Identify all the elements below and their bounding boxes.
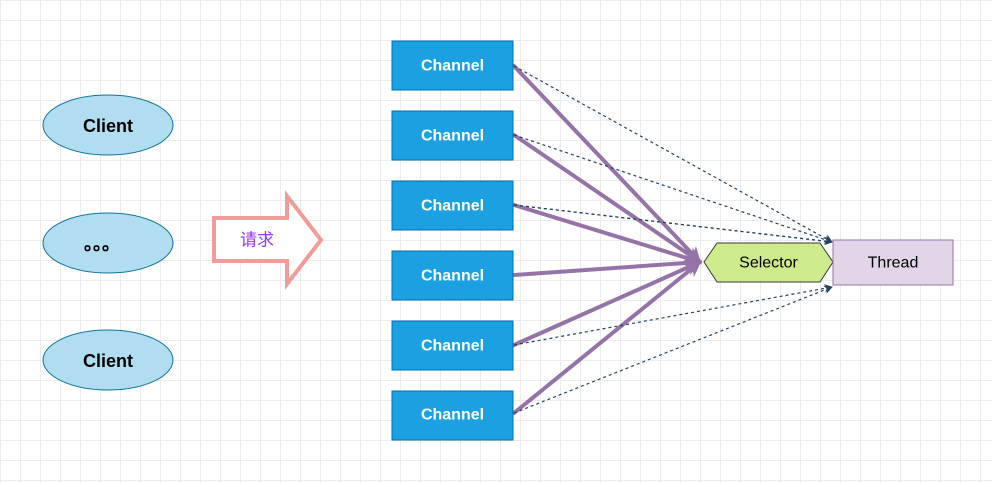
channel-5-label: Channel xyxy=(421,338,484,355)
channel-6-label: Channel xyxy=(421,407,484,424)
channel-selector-edges xyxy=(512,64,702,415)
channel-4-label: Channel xyxy=(421,268,484,285)
edge-channel-1-thread xyxy=(513,65,833,243)
request-arrow-label: 请求 xyxy=(240,231,274,250)
channel-1-label: Channel xyxy=(421,58,484,75)
edge-channel-3-selector xyxy=(512,203,702,266)
client-1: Client xyxy=(42,94,174,156)
edge-channel-6-thread xyxy=(513,285,833,414)
selector: Selector xyxy=(703,242,834,283)
edge-channel-5-selector xyxy=(512,260,702,347)
client-ellipsis-label: 。。。 xyxy=(84,234,120,254)
request-arrow: 请求 xyxy=(212,190,324,290)
client-2: Client xyxy=(42,329,174,391)
thread-label: Thread xyxy=(868,255,919,272)
edge-channel-1-selector xyxy=(512,64,702,264)
edge-channel-2-thread xyxy=(513,134,833,244)
channel-6: Channel xyxy=(391,390,514,441)
client-ellipsis: 。。。 xyxy=(42,212,174,274)
edge-channel-6-selector xyxy=(512,260,702,415)
channel-4: Channel xyxy=(391,250,514,301)
client-1-label: Client xyxy=(83,116,133,136)
edge-channel-2-selector xyxy=(512,133,702,264)
selector-label: Selector xyxy=(739,255,798,272)
channel-thread-edges xyxy=(513,65,833,414)
channel-3: Channel xyxy=(391,180,514,231)
client-2-label: Client xyxy=(83,351,133,371)
channel-1: Channel xyxy=(391,40,514,91)
edge-channel-4-selector xyxy=(512,255,702,277)
channel-2: Channel xyxy=(391,110,514,161)
channel-3-label: Channel xyxy=(421,198,484,215)
channel-2-label: Channel xyxy=(421,128,484,145)
edge-channel-5-thread xyxy=(513,284,833,346)
edge-channel-4-thread xyxy=(513,204,833,243)
thread: Thread xyxy=(832,239,954,286)
channel-5: Channel xyxy=(391,320,514,371)
